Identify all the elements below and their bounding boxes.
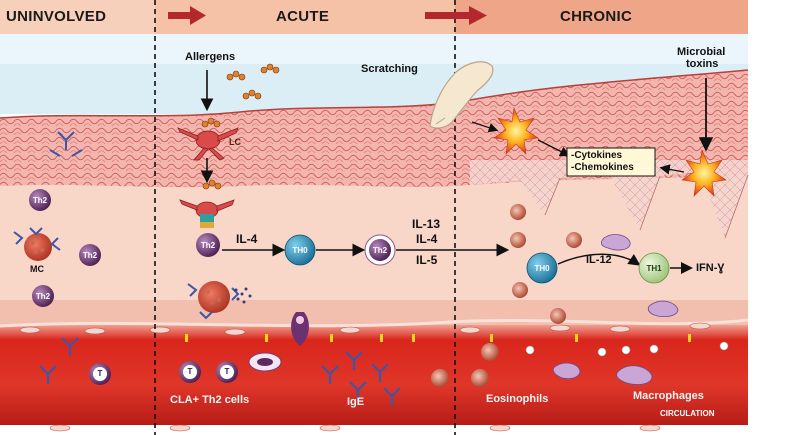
th2-cell-label-1: Th2 xyxy=(32,196,48,205)
label-il13: IL-13 xyxy=(412,217,441,231)
t-cell-label-3: T xyxy=(224,367,230,376)
label-ige: IgE xyxy=(347,396,365,408)
label-scratching: Scratching xyxy=(361,63,418,75)
th0-cell-label-chronic: TH0 xyxy=(534,264,550,273)
label-il12: IL-12 xyxy=(586,254,612,266)
label-microbial: Microbial xyxy=(677,46,726,58)
label-chemokines: -Chemokines xyxy=(571,162,634,173)
label-toxins: toxins xyxy=(686,58,719,70)
label-ifn-gamma: IFN-Ɣ xyxy=(696,262,725,274)
th0-cell-label-acute: TH0 xyxy=(292,246,308,255)
label-il4-acute: IL-4 xyxy=(236,232,258,246)
header-uninvolved: UNINVOLVED xyxy=(6,8,107,25)
t-cell-label-1: T xyxy=(97,369,103,378)
label-eosinophils: Eosinophils xyxy=(486,393,549,405)
label-il5: IL-5 xyxy=(416,253,438,267)
label-macrophages: Macrophages xyxy=(633,390,704,402)
th1-cell-label: TH1 xyxy=(646,264,662,273)
th2-cell-label-ring: Th2 xyxy=(372,246,388,255)
label-allergens: Allergens xyxy=(185,51,236,63)
label-cla-th2-cells: CLA+ Th2 cells xyxy=(170,394,250,406)
header-acute: ACUTE xyxy=(276,8,330,25)
th2-cell-label-acute: Th2 xyxy=(200,241,216,250)
label-circulation: CIRCULATION xyxy=(660,409,715,418)
label-il4-b: IL-4 xyxy=(416,232,438,246)
label-cytokines: -Cytokines xyxy=(571,150,623,161)
header-chronic: CHRONIC xyxy=(560,8,633,25)
label-mc: MC xyxy=(30,264,44,274)
th2-cell-label-3: Th2 xyxy=(35,292,51,301)
label-lc: LC xyxy=(229,137,241,147)
t-cell-label-2: T xyxy=(187,367,193,376)
th2-cell-label-2: Th2 xyxy=(82,251,98,260)
